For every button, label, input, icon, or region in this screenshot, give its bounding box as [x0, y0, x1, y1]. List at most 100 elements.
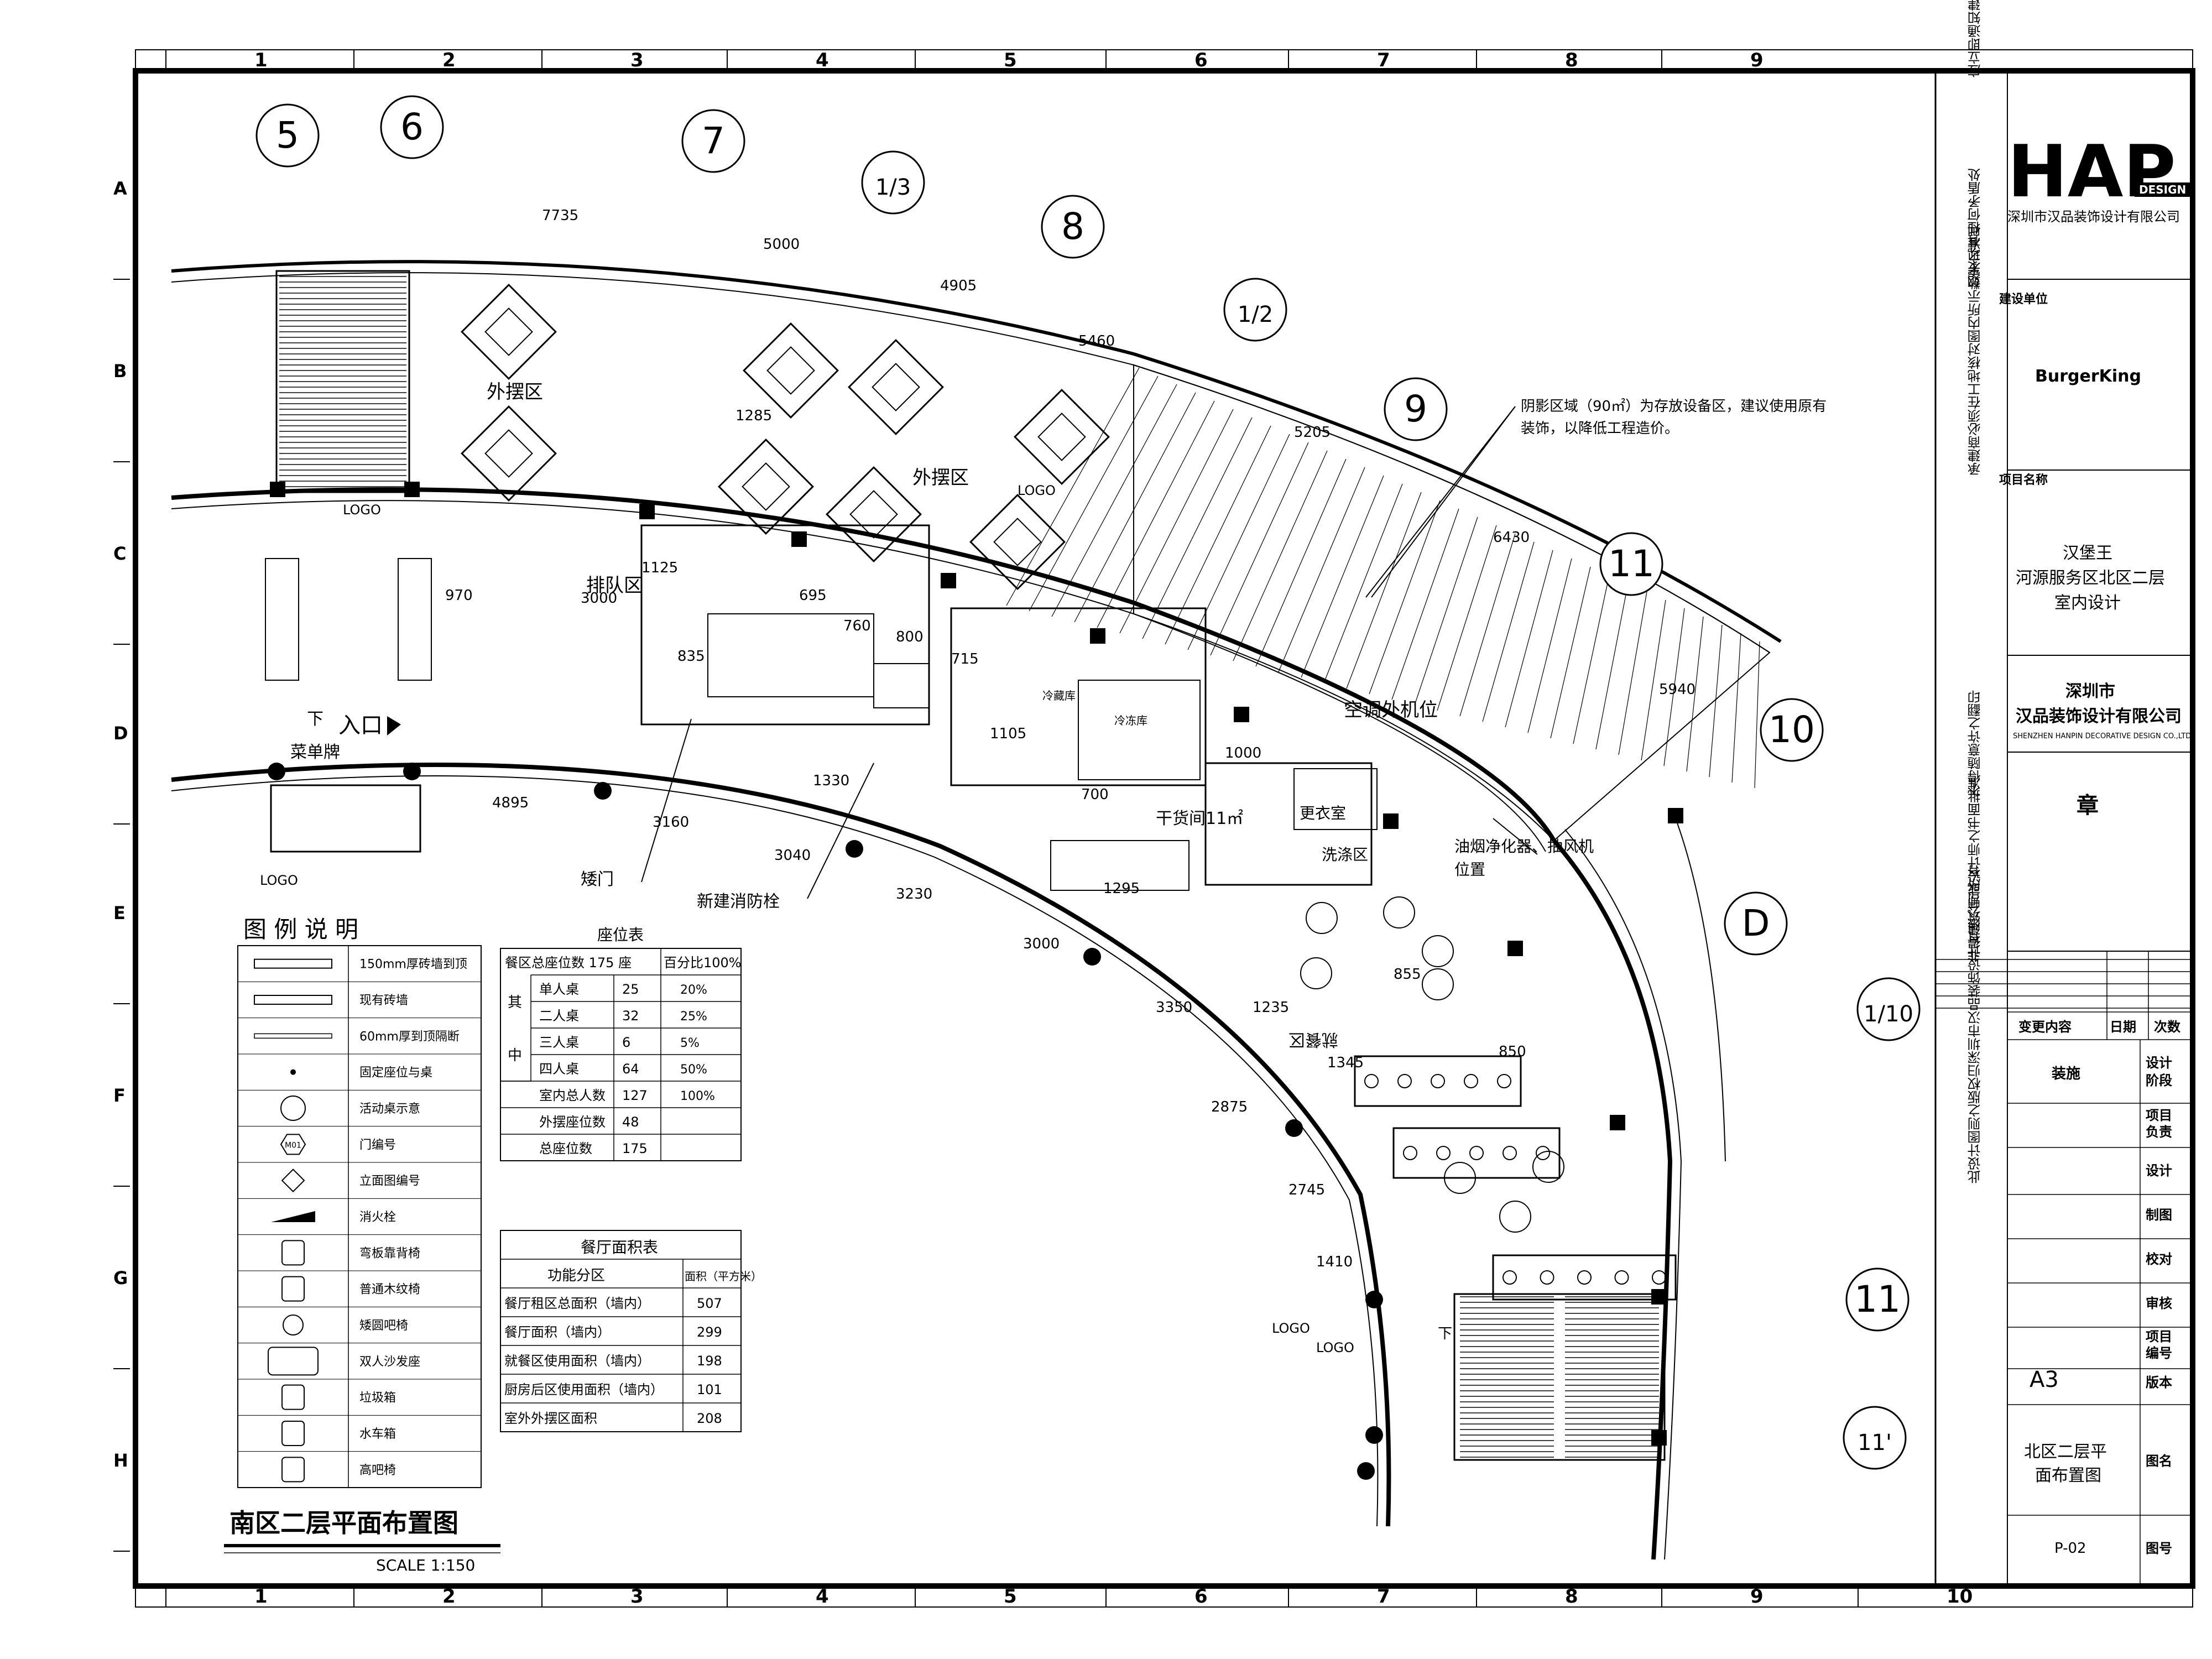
label-queue: 排队区	[586, 575, 643, 597]
client-label: 建设单位	[1999, 292, 2048, 306]
legend-item: 60mm厚到顶隔断	[359, 1030, 460, 1044]
company-name: 深圳市汉品装饰设计有限公司	[2007, 209, 2180, 225]
shadow-area-note: 阴影区域（90㎡）为存放设备区，建议使用原有装饰，以降低工程造价。	[1521, 398, 1827, 437]
role-label: 审核	[2146, 1296, 2172, 1311]
legend-item: 双人沙发座	[359, 1355, 420, 1369]
dimension-label: 760	[843, 618, 871, 634]
leader-lines	[641, 406, 1538, 899]
stage-label: 设计	[2146, 1055, 2172, 1071]
label-freezer: 冷冻库	[1114, 714, 1147, 727]
grid-bubble	[380, 95, 444, 159]
dimension-label: 3230	[896, 886, 932, 902]
area-header-zone: 功能分区	[547, 1267, 605, 1284]
seat-header-pct: 百分比100%	[664, 955, 742, 971]
row-label: G	[113, 1267, 128, 1288]
grid-bubble-label: 6	[400, 106, 424, 148]
round-pillars	[268, 763, 1383, 1480]
dimension-label: 3040	[774, 847, 811, 864]
dimension-label: 1330	[813, 773, 849, 789]
dimension-label: 855	[1394, 966, 1421, 983]
hap-logo-sub: DESIGN	[2139, 183, 2186, 196]
dimension-label: 1235	[1253, 999, 1289, 1016]
column-label: 2	[442, 1585, 456, 1608]
dimension-label: 1345	[1327, 1055, 1364, 1071]
seat-row-count: 25	[622, 982, 639, 997]
row-label: C	[113, 543, 126, 564]
grid-bubble-label: 11	[1608, 542, 1655, 585]
grid-bubble-label: 1/2	[1238, 302, 1273, 327]
label-logo-3: LOGO	[260, 873, 298, 888]
column-label: 9	[1750, 1585, 1764, 1608]
drawing-name-label: 图名	[2146, 1453, 2172, 1469]
row-label: D	[113, 723, 128, 744]
dimension-label: 1285	[735, 408, 772, 424]
label-outdoor-2: 外摆区	[912, 467, 969, 489]
row-label: F	[113, 1085, 126, 1106]
legend-item: 高吧椅	[359, 1463, 396, 1477]
column-label: 9	[1750, 49, 1764, 71]
building-shell	[171, 260, 1782, 1560]
project-line-2: 河源服务区北区二层	[2016, 568, 2165, 588]
project-line-1: 汉堡王	[2063, 544, 2112, 563]
role-label: 校对	[2146, 1251, 2172, 1267]
project-label: 项目名称	[1999, 473, 2048, 487]
vertical-note: 非得建筑师或设计师之书面批准	[1968, 776, 1983, 962]
role-label: 项目	[2146, 1329, 2172, 1344]
label-changing: 更衣室	[1300, 804, 1346, 822]
label-logo-5: LOGO	[1316, 1340, 1354, 1355]
svg-text:M01: M01	[285, 1141, 301, 1150]
grid-bubble-label: 10	[1768, 708, 1815, 751]
grid-bubble-label: 8	[1061, 205, 1084, 248]
structural-columns	[270, 482, 1683, 1446]
dimension-label: 3350	[1156, 999, 1192, 1016]
plan-scale: SCALE 1:150	[376, 1556, 475, 1574]
seat-row-pct: 25%	[680, 1010, 707, 1024]
seat-row-count: 64	[622, 1061, 639, 1077]
grid-bubble	[861, 150, 925, 215]
seat-header: 餐区总座位数 175 座	[505, 955, 632, 971]
column-label: 4	[816, 49, 829, 71]
svg-text:负责: 负责	[2146, 1124, 2172, 1140]
project-line-3: 室内设计	[2054, 593, 2121, 613]
dimension-label: 1105	[990, 726, 1026, 742]
label-outdoor-1: 外摆区	[487, 381, 543, 403]
column-label: 1	[254, 49, 268, 71]
column-label: 3	[630, 49, 644, 71]
dimension-label: 4895	[492, 795, 529, 811]
dimension-label: 2875	[1211, 1099, 1248, 1115]
grid-bubble-label: 7	[702, 119, 725, 162]
seat-row-count: 6	[622, 1035, 630, 1050]
seal: 章	[2077, 793, 2099, 818]
seat-side-2: 中	[508, 1047, 522, 1064]
label-dry-store: 干货间11㎡	[1156, 809, 1243, 828]
grid-bubble	[1856, 977, 1921, 1041]
grid-bubble	[1223, 278, 1287, 342]
legend-item: 立面图编号	[359, 1175, 420, 1188]
dimension-label: 2745	[1288, 1182, 1325, 1198]
row-label: H	[113, 1450, 128, 1471]
column-label: 8	[1565, 1585, 1578, 1608]
change-header-content: 变更内容	[2018, 1019, 2072, 1035]
legend-item: 水车箱	[359, 1427, 396, 1441]
area-row-value: 198	[697, 1353, 722, 1369]
label-entry: 入口	[338, 713, 383, 738]
label-logo-2: LOGO	[1018, 483, 1056, 498]
label-cold-store: 冷藏库	[1042, 689, 1076, 702]
column-label: 10	[1947, 1585, 1973, 1608]
seat-row-label: 外摆座位数	[539, 1114, 606, 1130]
drawing-name-2: 面布置图	[2035, 1466, 2101, 1485]
dimension-label: 3160	[653, 814, 689, 831]
seat-row-count: 175	[622, 1141, 648, 1156]
seat-row-count: 48	[622, 1114, 639, 1130]
outdoor-tables	[461, 284, 1110, 590]
seat-row-pct: 50%	[680, 1063, 707, 1077]
area-table: 功能分区面积（平方米）餐厅租区总面积（墙内）507餐厅面积（墙内）299就餐区使…	[500, 1230, 762, 1432]
seat-table-title: 座位表	[597, 926, 644, 944]
label-washroom: 洗涤区	[1322, 846, 1368, 864]
dimension-label: 3000	[1023, 936, 1060, 952]
label-fire-hydrant: 新建消防栓	[697, 892, 780, 911]
